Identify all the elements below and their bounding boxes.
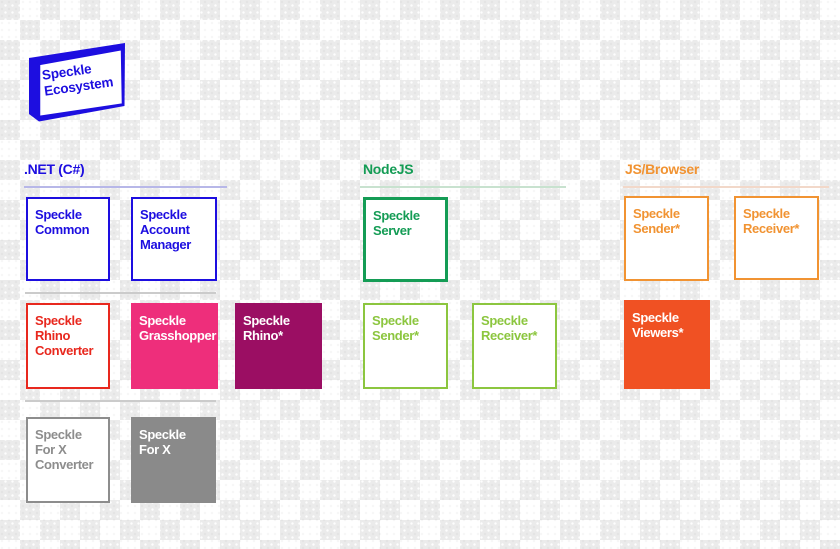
box-node-speckle-receiver: Speckle Receiver* [472,303,557,389]
box-speckle-common: Speckle Common [26,197,110,281]
box-speckle-server: Speckle Server [363,197,448,282]
box-speckle-rhino: Speckle Rhino* [235,303,322,389]
box-speckle-account-manager: Speckle Account Manager [131,197,217,281]
box-js-speckle-sender: Speckle Sender* [624,196,709,281]
section-title-js-browser: JS/Browser [625,161,700,177]
section-title-dotnet: .NET (C#) [24,161,85,177]
section-rule-nodejs [360,186,566,188]
logo-3d-box-shape [29,43,125,122]
section-title-nodejs: NodeJS [363,161,414,177]
logo-front-face [37,47,125,119]
speckle-ecosystem-logo: Speckle Ecosystem [16,40,128,124]
box-node-speckle-sender: Speckle Sender* [363,303,448,389]
box-speckle-grasshopper: Speckle Grasshopper [131,303,218,389]
box-speckle-for-x: Speckle For X [131,417,216,503]
box-speckle-viewers: Speckle Viewers* [624,300,710,389]
section-rule-dotnet [24,186,227,188]
box-speckle-for-x-converter: Speckle For X Converter [26,417,110,503]
box-js-speckle-receiver: Speckle Receiver* [734,196,819,280]
row-divider-2 [25,400,216,402]
box-speckle-rhino-converter: Speckle Rhino Converter [26,303,110,389]
section-rule-js-browser [623,186,829,188]
row-divider-1 [25,292,216,294]
